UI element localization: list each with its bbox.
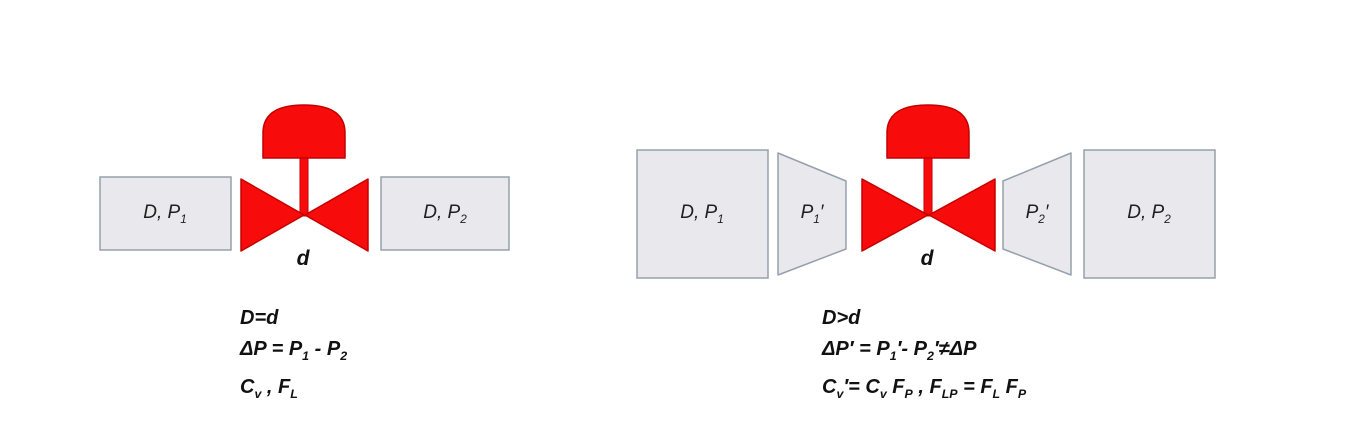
left-formula-pressure-drop: ΔP = P1 - P2 (240, 338, 348, 363)
inlet-reducer-label: P1′ (800, 202, 824, 226)
right-formula-block: D>d ΔP′ = P1′- P2′≠ΔP Cv′= Cv FP , FLP =… (822, 303, 1026, 410)
right-valve-right-wedge (928, 178, 996, 252)
right-upstream-pipe-shape (636, 149, 769, 279)
left-valve-right-wedge (304, 178, 369, 252)
left-valve-left-wedge (240, 178, 305, 252)
left-formula-coefficients: Cv , FL (240, 376, 298, 401)
outlet-reducer-label: P2′ (1025, 202, 1049, 226)
right-formula-coefficients: Cv′= Cv FP , FLP = FL FP (822, 376, 1027, 401)
right-actuator-stem (923, 149, 933, 217)
left-actuator-stem (299, 149, 309, 217)
right-downstream-pipe-shape (1083, 149, 1216, 279)
right-upstream-pipe-label: D, P1 (680, 202, 724, 226)
left-formula-diameter: D=d (240, 307, 279, 329)
left-actuator-dome (262, 104, 346, 159)
outlet-diffuser-shape (1002, 152, 1072, 276)
left-valve-diameter-label: d (296, 247, 310, 270)
left-downstream-pipe-label: D, P2 (423, 202, 467, 226)
left-upstream-pipe-label: D, P1 (143, 202, 187, 226)
left-upstream-pipe-shape (99, 176, 232, 251)
right-valve-diameter-label: d (920, 247, 934, 270)
right-formula-pressure-drop: ΔP′ = P1′- P2′≠ΔP (822, 338, 977, 363)
inlet-reducer-shape (777, 152, 847, 276)
right-downstream-pipe-label: D, P2 (1127, 202, 1171, 226)
left-downstream-pipe-shape (380, 176, 510, 251)
left-formula-block: D=d ΔP = P1 - P2 Cv , FL (240, 303, 347, 410)
right-formula-diameter: D>d (822, 307, 861, 329)
right-valve-left-wedge (861, 178, 929, 252)
right-actuator-dome (886, 104, 970, 159)
